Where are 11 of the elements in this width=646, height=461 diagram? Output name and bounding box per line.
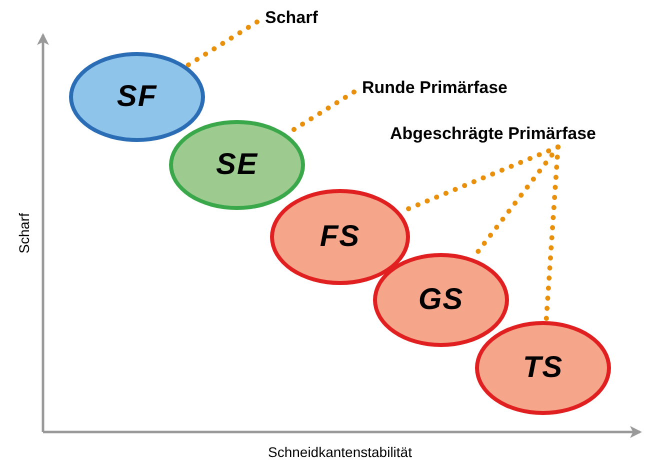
callout-label: Abgeschrägte Primärfase xyxy=(390,124,596,144)
callout-label: Scharf xyxy=(265,8,318,28)
grade-code: GS xyxy=(418,283,464,317)
grade-code: SE xyxy=(216,148,258,182)
grade-code: SF xyxy=(116,80,158,114)
x-axis-title: Schneidkantenstabilität xyxy=(268,444,412,460)
grade-code: TS xyxy=(522,351,564,385)
grade-code: FS xyxy=(320,220,360,254)
y-axis-title: Scharf xyxy=(16,213,32,254)
callout-label: Runde Primärfase xyxy=(362,78,508,98)
leader-line xyxy=(544,144,560,324)
